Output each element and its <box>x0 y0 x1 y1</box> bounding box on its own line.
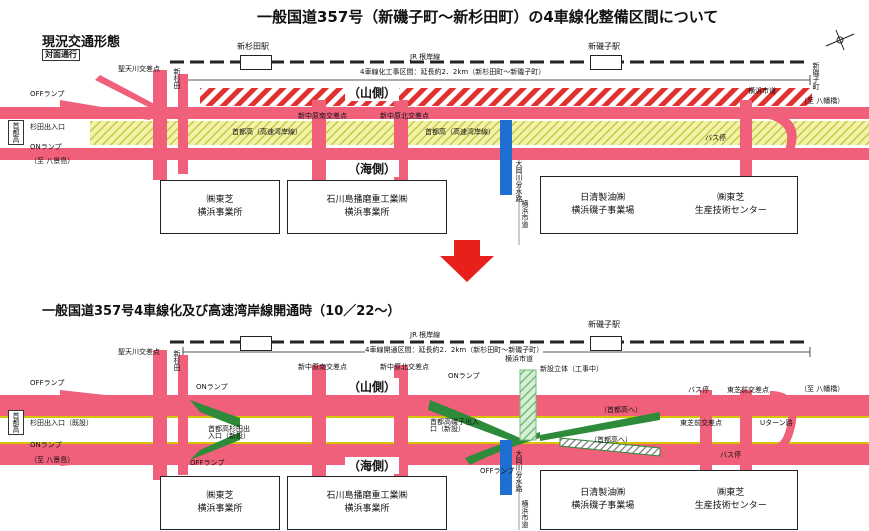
building-name: 横浜磯子事業場 <box>571 501 635 511</box>
river-label: 大岡川分水路 <box>515 450 523 492</box>
building-nisshin-toshiba: 日清製油㈱ 横浜磯子事業場 ㈱東芝 生産技術センター <box>540 470 798 530</box>
intersection-label: 新中原南交差点 <box>298 363 347 371</box>
building-ihi: 石川島播磨重工業㈱ 横浜事業所 <box>287 180 447 234</box>
mountain-side-label: （山側） <box>345 378 400 395</box>
bus-stop-label: バス停 <box>720 451 741 459</box>
ramp-label: ONランプ <box>448 372 480 380</box>
river <box>500 440 512 495</box>
overpass-construction <box>519 369 537 441</box>
shutoko-label: 首都高 <box>8 410 24 435</box>
ramp-label: OFFランプ <box>190 459 225 467</box>
shutoko-label: 首都高 <box>8 120 24 145</box>
expressway <box>90 121 869 145</box>
direction-label: （首都高へ） <box>590 436 632 444</box>
building-ihi: 石川島播磨重工業㈱ 横浜事業所 <box>287 476 447 530</box>
jr-line-label: JR 根岸線 <box>410 331 441 339</box>
north-arrow <box>825 29 855 51</box>
station-box <box>240 55 272 70</box>
ramp-label: OFFランプ <box>480 467 515 475</box>
intersection-label: 新中原北交差点 <box>380 112 429 120</box>
page-title: 一般国道357号（新磯子町～新杉田町）の4車線化整備区間について <box>257 8 719 26</box>
bus-stop-label: バス停 <box>688 386 709 394</box>
intersection-label: 新磯子町 <box>812 62 820 90</box>
direction-label: （至 八景島） <box>30 456 75 464</box>
after-heading: 一般国道357号4車線化及び高速湾岸線開通時（10／22～） <box>42 304 401 319</box>
sea-side-label: （海側） <box>345 160 400 177</box>
widening-section <box>200 88 812 106</box>
building-name: ㈱東芝 <box>717 488 745 499</box>
building-name: 横浜磯子事業場 <box>571 206 635 216</box>
intersection-label: 聖天川交差点 <box>118 348 160 356</box>
expressway-label: 首都高（高速湾岸線） <box>425 128 495 136</box>
direction-label: （至 八幡橋） <box>800 97 845 105</box>
building-name: 横浜事業所 <box>197 504 243 514</box>
exit-new-label: 首都高磯子出入口（新設） <box>430 418 479 433</box>
ramp-label: OFFランプ <box>30 379 65 387</box>
building-name: 生産技術センター <box>694 206 767 216</box>
ramp-label: ONランプ <box>30 441 62 449</box>
station-label: 新磯子駅 <box>588 42 620 51</box>
building-block: 日清製油㈱ 横浜磯子事業場 <box>571 487 634 512</box>
building-name: ㈱東芝 <box>206 491 234 502</box>
section-label: 4車線化工事区間：延長約2．2km（新杉田町～新磯子町） <box>360 68 546 76</box>
exit-new-label: 首都高杉田出入口（新設） <box>208 425 250 440</box>
ramp-label: OFFランプ <box>30 90 65 98</box>
expressway-label: 首都高（高速湾岸線） <box>232 128 302 136</box>
building-name: 横浜事業所 <box>197 208 243 218</box>
road-label: 横浜市道 <box>748 87 776 95</box>
building-name: 日清製油㈱ <box>580 193 626 204</box>
exit-label: 杉田出入口 <box>30 123 65 131</box>
building-toshiba-yokohama: ㈱東芝 横浜事業所 <box>160 476 280 530</box>
before-diagram <box>0 29 869 245</box>
intersection-label: 聖天川交差点 <box>118 65 160 73</box>
river-label: 大岡川分水路 <box>515 160 523 202</box>
building-name: 石川島播磨重工業㈱ <box>326 491 408 502</box>
building-name: 生産技術センター <box>694 501 767 511</box>
station-label: 新磯子駅 <box>588 320 620 329</box>
exit-label: 杉田出入口（既設） <box>30 419 93 427</box>
intersection-label: 東芝前交差点 <box>680 419 722 427</box>
building-name: 横浜事業所 <box>344 208 390 218</box>
ramp-label: ONランプ <box>196 383 228 391</box>
direction-label: （至 八幡橋） <box>800 385 845 393</box>
station-box <box>590 336 622 351</box>
overpass-label: 新設立体（工事中） <box>540 365 603 373</box>
intersection-label: 新中原南交差点 <box>298 112 347 120</box>
u-turn-label: Uターン路 <box>760 419 793 427</box>
before-tag: 対面通行 <box>42 49 80 61</box>
intersection-label: 東芝前交差点 <box>727 386 769 394</box>
intersection-label: 新杉田 <box>173 350 181 371</box>
section-label: 4車線開通区間：延長約2．2km（新杉田町～新磯子町） <box>365 346 544 354</box>
jr-line-label: JR 根岸線 <box>410 53 441 61</box>
mountain-side-label: （山側） <box>345 84 400 101</box>
road-label: 横浜市道 <box>521 200 529 228</box>
road-label: 横浜市道 <box>505 355 533 363</box>
down-arrow-icon <box>440 240 494 282</box>
building-name: ㈱東芝 <box>206 195 234 206</box>
building-name: 横浜事業所 <box>344 504 390 514</box>
river <box>500 120 512 195</box>
building-block: 日清製油㈱ 横浜磯子事業場 <box>571 192 634 217</box>
direction-label: （首都高へ） <box>600 406 642 414</box>
station-box <box>590 55 622 70</box>
building-nisshin-toshiba: 日清製油㈱ 横浜磯子事業場 ㈱東芝 生産技術センター <box>540 176 798 234</box>
sea-side-label: （海側） <box>345 457 400 474</box>
building-block: ㈱東芝 生産技術センター <box>695 487 767 512</box>
station-box <box>240 336 272 351</box>
building-name: 日清製油㈱ <box>580 488 626 499</box>
direction-label: （至 八景島） <box>30 157 75 165</box>
road-label: 横浜市道 <box>521 500 529 528</box>
intersection-label: 新中原北交差点 <box>380 363 429 371</box>
building-name: ㈱東芝 <box>717 193 745 204</box>
ramp-label: ONランプ <box>30 143 62 151</box>
before-heading: 現況交通形態 <box>42 35 121 50</box>
station-label: 新杉田駅 <box>237 42 269 51</box>
route357-road <box>0 107 869 119</box>
bus-stop-label: バス停 <box>705 134 726 142</box>
building-name: 石川島播磨重工業㈱ <box>326 195 408 206</box>
intersection-label: 新杉田 <box>173 68 181 89</box>
building-toshiba-yokohama: ㈱東芝 横浜事業所 <box>160 180 280 234</box>
building-block: ㈱東芝 生産技術センター <box>695 192 767 217</box>
